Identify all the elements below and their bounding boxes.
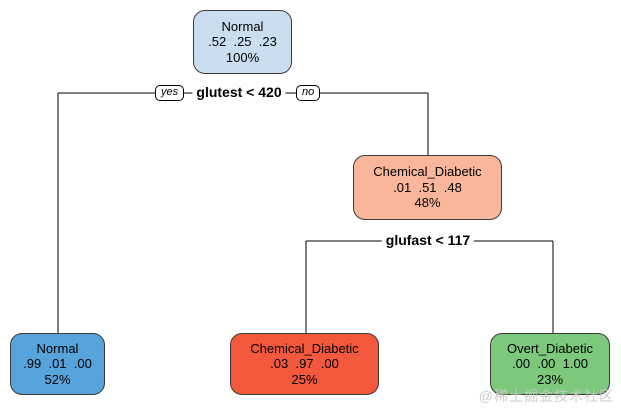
node-class-label: Normal: [36, 340, 79, 356]
tree-leaf-chemical-diabetic: Chemical_Diabetic .03 .97 .00 25%: [230, 333, 379, 395]
node-coverage-percent: 52%: [44, 371, 71, 387]
node-class-label: Chemical_Diabetic: [250, 340, 359, 356]
branch-yes-badge: yes: [155, 85, 185, 101]
branch-no-badge: no: [296, 85, 321, 101]
node-probabilities: .01 .51 .48: [393, 179, 462, 195]
tree-node-internal: Chemical_Diabetic .01 .51 .48 48%: [353, 155, 502, 220]
node-class-label: Normal: [221, 18, 264, 34]
tree-node-root: Normal .52 .25 .23 100%: [193, 10, 292, 74]
node-probabilities: .99 .01 .00: [23, 356, 92, 372]
tree-leaf-overt-diabetic: Overt_Diabetic .00 .00 1.00 23%: [490, 333, 610, 395]
node-coverage-percent: 100%: [225, 49, 260, 65]
split-condition-glufast: glufast < 117: [381, 232, 475, 249]
node-coverage-percent: 25%: [291, 371, 318, 387]
node-coverage-percent: 23%: [536, 371, 564, 387]
split-condition-glutest: glutest < 420: [192, 84, 286, 101]
node-class-label: Chemical_Diabetic: [373, 164, 482, 180]
site-watermark: @稀土掘金技术社区: [478, 388, 614, 404]
node-class-label: Overt_Diabetic: [507, 340, 593, 356]
node-coverage-percent: 48%: [414, 195, 441, 211]
node-probabilities: .03 .97 .00: [270, 356, 339, 372]
tree-leaf-normal: Normal .99 .01 .00 52%: [10, 333, 105, 395]
node-probabilities: .00 .00 1.00: [512, 356, 588, 372]
node-probabilities: .52 .25 .23: [208, 34, 277, 50]
